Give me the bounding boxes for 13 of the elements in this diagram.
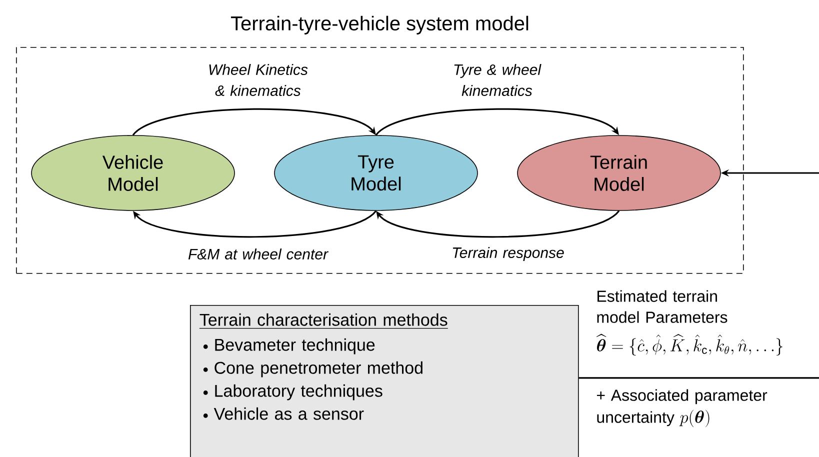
methods-box: Terrain characterisation methods Bevameter technique Cone penetrometer method Laboratory techniques Vehicle as a sensor [190, 304, 579, 457]
edge-label: Tyre & wheel kinematics [454, 64, 542, 96]
edge-label: Terrain response [452, 247, 564, 261]
arrow [376, 108, 619, 136]
arrow [133, 210, 377, 238]
arrow [132, 108, 376, 136]
edge-label: F&M at wheel center [188, 248, 329, 260]
node-label: Terrain-tyre-vehicle system model [230, 16, 528, 34]
edge-label: Wheel Kinetics & kinematics [209, 64, 308, 96]
edge-label: Estimated terrain model Parameters [597, 290, 728, 323]
arrow [376, 210, 620, 238]
annotation-text: + Associated parameter uncertainty $p(\boldsymbol{\theta})$ [596, 389, 768, 428]
parameter-formula: $\widehat{\boldsymbol{\theta}} = \{\hat{c},\hat{\phi},\widehat{K},\hat{k}_{\mathrm{c}},\hat{k}_{\theta},\hat{n},\ldots\}$ [596, 334, 783, 356]
